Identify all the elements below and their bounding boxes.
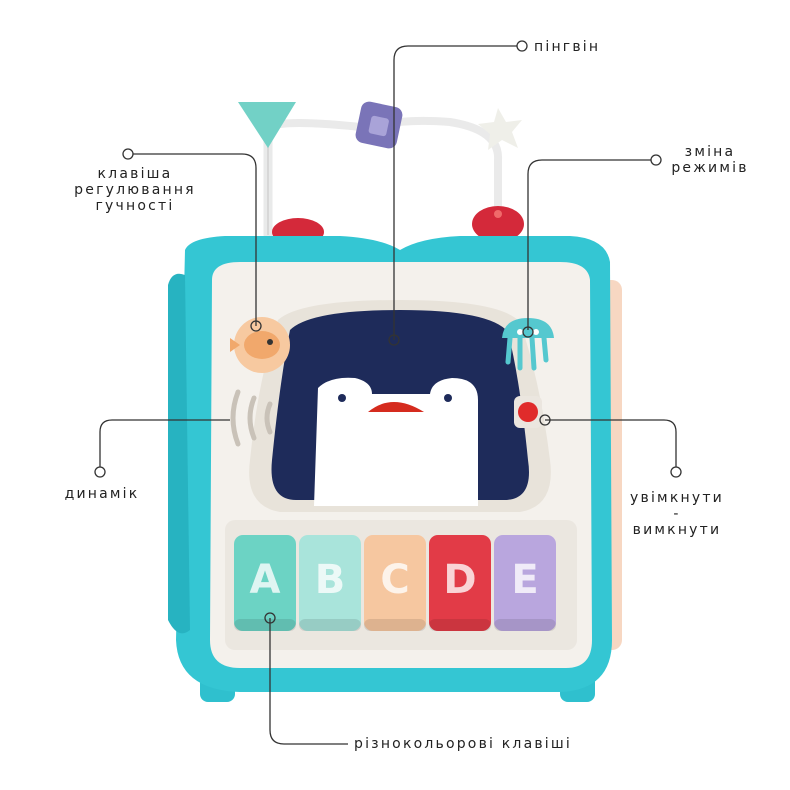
penguin-beak [368,402,424,412]
callout-penguin: пінгвін [534,39,601,55]
speaker-grill-icon [230,389,273,447]
piano-key-letter: E [511,557,538,603]
piano-key-letter: C [380,557,409,603]
callout-mode: зміна режимів [671,144,749,176]
callout-volume: клавіша регулювання гучності [74,166,196,214]
piano-key-b[interactable]: B [299,535,361,631]
bead-maze [238,101,522,240]
star-bead [478,108,522,150]
penguin-figure [249,300,551,512]
callout-lines [99,45,677,745]
piano-key-d[interactable]: D [429,535,491,631]
top-knob-right [472,206,524,242]
piano-key-letter: A [250,557,281,603]
callout-keys: різнокольорові клавіші [354,736,572,752]
piano-key-letter: D [443,557,476,603]
power-switch[interactable] [514,396,542,428]
piano-key-e[interactable]: E [494,535,556,631]
triangle-bead [238,102,296,148]
piano-key-letter: B [315,557,346,603]
callout-dots [94,40,682,624]
callout-power: увімкнути - вимкнути [630,490,724,538]
piano-key-c[interactable]: C [364,535,426,631]
callout-speaker: динамік [64,486,140,502]
piano-key-a[interactable]: A [234,535,296,631]
fish-volume-icon[interactable] [230,317,290,373]
